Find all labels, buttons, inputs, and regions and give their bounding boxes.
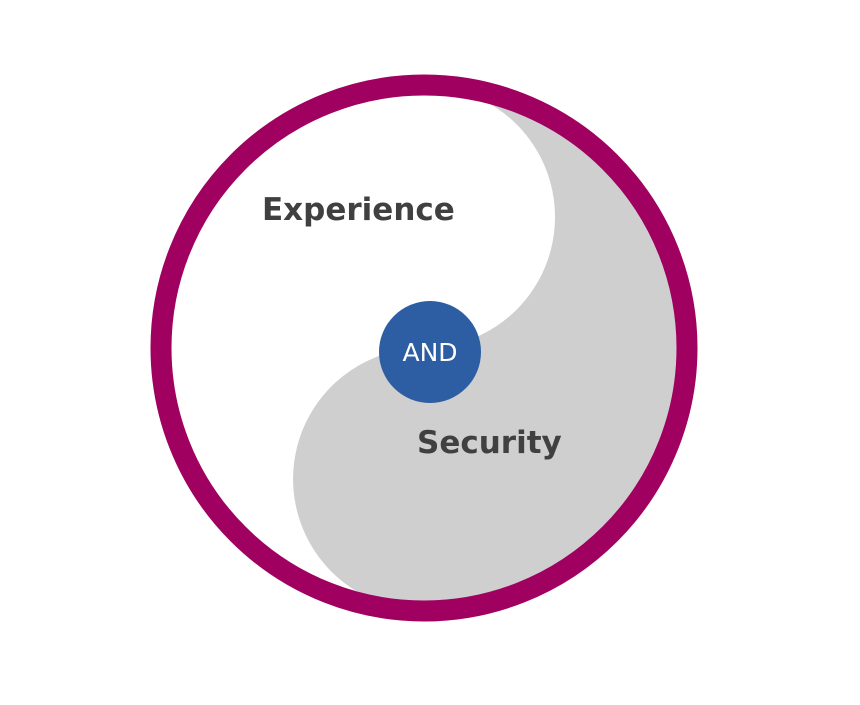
outer-ring: [150, 74, 698, 622]
and-label: AND: [402, 338, 457, 367]
security-label: Security: [417, 425, 562, 461]
security-region: [293, 86, 686, 610]
center-circle: [379, 301, 481, 403]
experience-label: Experience: [262, 192, 455, 228]
